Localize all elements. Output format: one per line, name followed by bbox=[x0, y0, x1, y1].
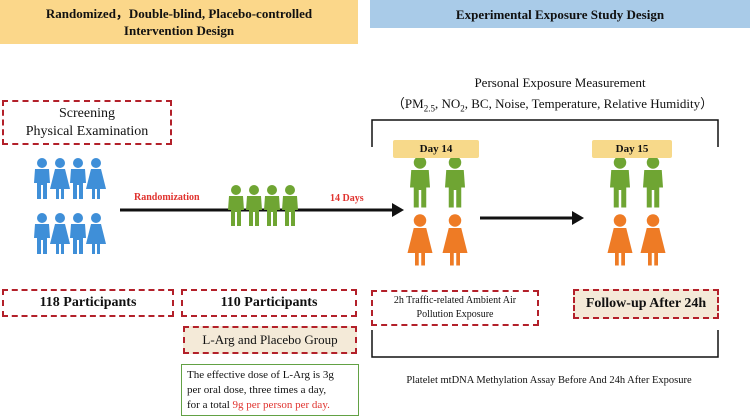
exposure-measurement-variables: （PM2.5, NO2, BC, Noise, Temperature, Rel… bbox=[355, 93, 750, 114]
randomization-label: Randomization bbox=[134, 192, 200, 203]
randomized-participants bbox=[228, 185, 298, 226]
exposure-design-banner: Experimental Exposure Study Design bbox=[370, 0, 750, 28]
screening-line1: Screening bbox=[59, 105, 115, 121]
top-bracket bbox=[371, 119, 719, 147]
close-paren: ） bbox=[700, 96, 714, 111]
no2-label: , NO bbox=[434, 96, 461, 111]
dose-line3: for a total 9g per person per day. bbox=[187, 398, 353, 413]
dose-line1: The effective dose of L-Arg is 3g bbox=[187, 369, 334, 381]
traffic-exposure-line2: Pollution Exposure bbox=[416, 309, 494, 320]
variables-rest: , BC, Noise, Temperature, Relative Humid… bbox=[464, 96, 701, 111]
exposure-measurement-title: Personal Exposure Measurement bbox=[474, 75, 646, 90]
followup-box: Follow-up After 24h bbox=[573, 289, 719, 319]
day15-participants bbox=[607, 156, 666, 266]
day14-participants bbox=[407, 156, 468, 266]
screening-participants bbox=[34, 158, 106, 254]
participants-118-box: 118 Participants bbox=[2, 289, 174, 317]
lArg-placebo-group-box: L-Arg and Placebo Group bbox=[183, 326, 357, 354]
dose-line2: per oral dose, three times a day, bbox=[187, 384, 327, 396]
traffic-exposure-line1: 2h Traffic-related Ambient Air bbox=[393, 295, 517, 306]
dose-explanation-box: The effective dose of L-Arg is 3g per or… bbox=[181, 364, 359, 416]
intervention-banner-line2: Intervention Design bbox=[123, 23, 235, 38]
open-paren: （ bbox=[391, 96, 405, 111]
day14-tag: Day 14 bbox=[393, 140, 479, 158]
screening-line2: Physical Examination bbox=[25, 123, 149, 139]
no2-subscript: 2 bbox=[460, 103, 465, 114]
day-transition-arrowhead bbox=[572, 211, 584, 225]
traffic-exposure-box: 2h Traffic-related Ambient Air Pollution… bbox=[371, 290, 539, 326]
dose-highlight: 9g per person per day. bbox=[232, 399, 330, 411]
screening-box: Screening Physical Examination bbox=[2, 100, 172, 145]
day15-tag: Day 15 bbox=[592, 140, 672, 158]
methylation-assay-label: Platelet mtDNA Methylation Assay Before … bbox=[406, 375, 692, 386]
main-flow-arrowhead bbox=[392, 203, 404, 217]
fourteen-days-label: 14 Days bbox=[330, 193, 364, 204]
dose-line3-prefix: for a total bbox=[187, 399, 233, 411]
pm-label: PM bbox=[404, 96, 424, 111]
exposure-banner-label: Experimental Exposure Study Design bbox=[455, 6, 665, 22]
participants-110-box: 110 Participants bbox=[181, 289, 357, 317]
intervention-design-banner: Randomized，Double-blind, Placebo-control… bbox=[0, 0, 358, 44]
intervention-banner-line1: Randomized，Double-blind, Placebo-control… bbox=[45, 6, 313, 21]
bottom-bracket bbox=[371, 330, 719, 358]
pm-subscript: 2.5 bbox=[423, 103, 435, 114]
